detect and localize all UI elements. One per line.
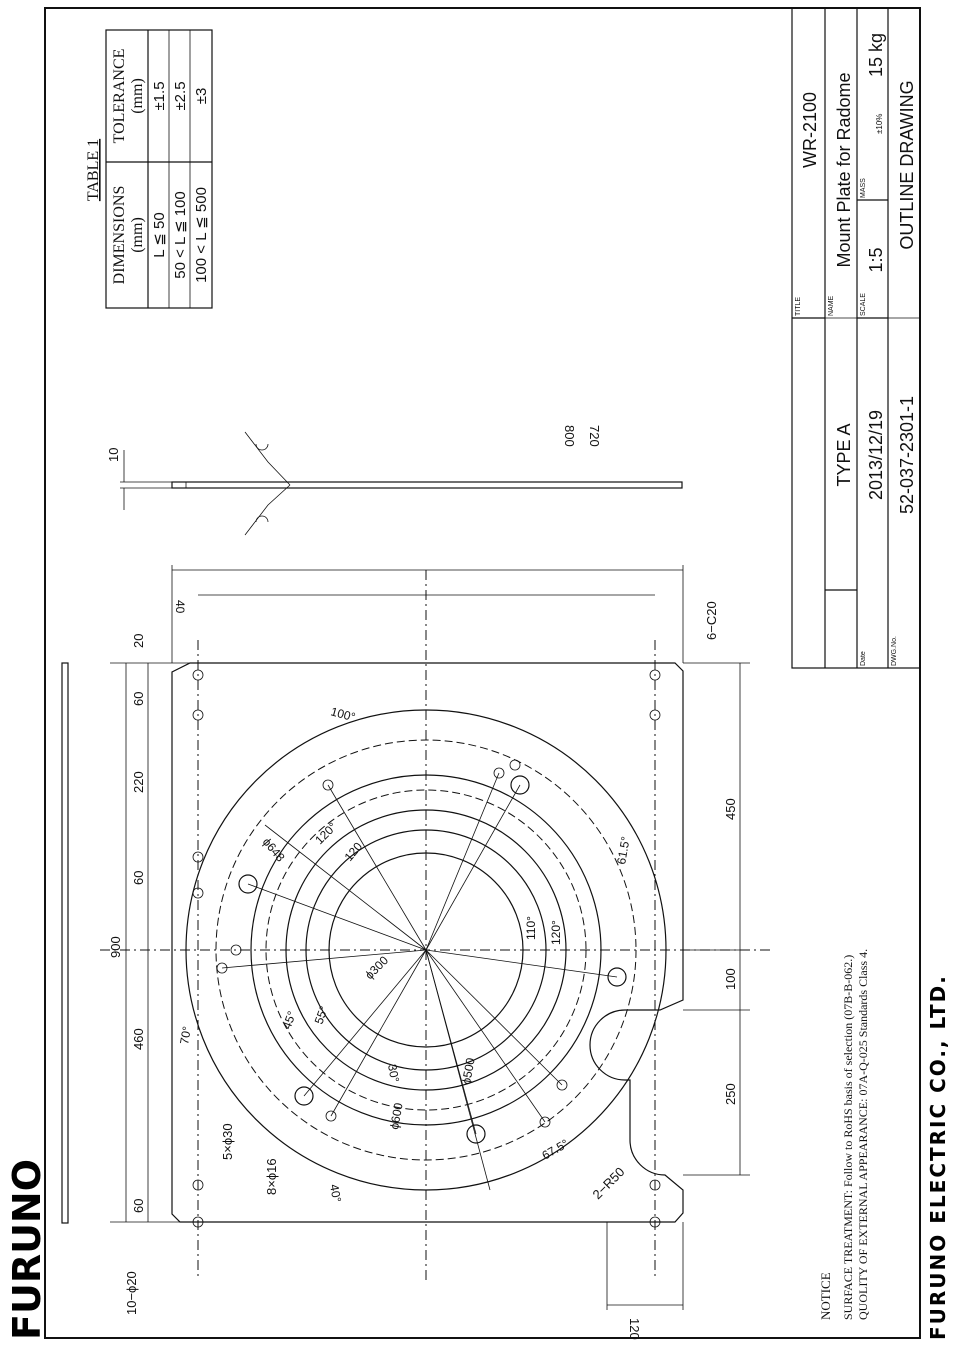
svg-text:70°: 70° — [177, 1025, 194, 1046]
svg-text:60: 60 — [131, 692, 146, 706]
svg-text:120: 120 — [342, 839, 366, 864]
svg-text:120°: 120° — [549, 920, 563, 945]
svg-text:100: 100 — [723, 968, 738, 990]
svg-text:8×ϕ16: 8×ϕ16 — [264, 1158, 279, 1195]
svg-text:NAME: NAME — [828, 295, 835, 316]
title-value: WR-2100 — [800, 92, 820, 168]
svg-text:40: 40 — [173, 600, 187, 614]
svg-text:2−R50: 2−R50 — [590, 1164, 628, 1202]
svg-text:±10%: ±10% — [875, 114, 884, 134]
circle-outer — [185, 709, 667, 1191]
svg-text:20: 20 — [131, 634, 146, 648]
svg-text:TABLE 1: TABLE 1 — [85, 139, 102, 201]
svg-text:45°: 45° — [280, 1009, 299, 1031]
svg-text:55°: 55° — [312, 1004, 331, 1026]
notice: NOTICE SURFACE TREATMENT: Follow to RoHS… — [818, 949, 870, 1320]
drawing-type: OUTLINE DRAWING — [897, 80, 917, 249]
center-opening — [328, 852, 524, 1048]
svg-text:ϕ600: ϕ600 — [387, 1101, 405, 1130]
dimension-lines — [110, 565, 750, 1310]
drawing-frame — [44, 7, 921, 1339]
mass-value: 15 kg — [866, 33, 886, 77]
svg-text:50 < L ≦ 100: 50 < L ≦ 100 — [172, 191, 189, 279]
svg-text:100°: 100° — [329, 704, 357, 724]
svg-text:40°: 40° — [327, 1183, 344, 1204]
scale-value: 1:5 — [866, 247, 886, 272]
svg-text:67.5°: 67.5° — [540, 1136, 572, 1162]
svg-text:±2.5: ±2.5 — [172, 81, 189, 110]
svg-text:±1.5: ±1.5 — [151, 81, 168, 110]
svg-text:61.5°: 61.5° — [614, 835, 633, 865]
side-view-strip — [61, 662, 69, 1224]
svg-text:SURFACE TREATMENT: Follow to R: SURFACE TREATMENT: Follow to RoHS basis … — [841, 955, 855, 1320]
svg-text:(mm): (mm) — [129, 217, 146, 253]
svg-text:30°: 30° — [385, 1063, 402, 1084]
svg-text:±3: ±3 — [193, 88, 210, 105]
svg-text:TOLERANCE: TOLERANCE — [111, 49, 128, 144]
date-value: 2013/12/19 — [866, 410, 886, 500]
svg-text:NOTICE: NOTICE — [818, 1272, 833, 1320]
tolerance-table: TABLE 1 DIMENSIONS (mm) TOLERANCE (mm) L… — [85, 29, 213, 309]
svg-text:60: 60 — [131, 871, 146, 885]
svg-text:220: 220 — [131, 771, 146, 793]
svg-text:L ≦ 50: L ≦ 50 — [151, 212, 168, 257]
svg-text:DIMENSIONS: DIMENSIONS — [111, 186, 128, 285]
svg-text:DWG.No.: DWG.No. — [891, 636, 898, 666]
furuno-logo: FURUNO — [5, 1159, 49, 1340]
svg-text:10: 10 — [106, 448, 121, 462]
company-name: FURUNO ELECTRIC CO., LTD. — [926, 974, 950, 1340]
svg-text:60: 60 — [131, 1199, 146, 1213]
type-value: TYPE A — [834, 423, 854, 486]
svg-text:SCALE: SCALE — [860, 293, 867, 316]
svg-text:720: 720 — [587, 425, 602, 447]
dimension-labels: 800 720 40 900 20 60 220 60 460 60 450 1… — [108, 425, 738, 1340]
svg-text:6−C20: 6−C20 — [704, 601, 719, 640]
svg-text:110°: 110° — [524, 916, 538, 940]
svg-text:ϕ500: ϕ500 — [459, 1056, 477, 1085]
thickness-view: 10 — [106, 431, 683, 536]
svg-text:450: 450 — [723, 798, 738, 820]
svg-text:ϕ300: ϕ300 — [362, 953, 391, 982]
dwg-number: 52-037-2301-1 — [897, 396, 917, 514]
title-block: TITLE WR-2100 NAME Mount Plate for Radom… — [791, 7, 921, 669]
svg-text:250: 250 — [723, 1083, 738, 1105]
mount-plate — [100, 570, 770, 1280]
svg-text:MASS: MASS — [860, 178, 867, 198]
svg-text:Date: Date — [860, 651, 867, 666]
svg-text:5×ϕ30: 5×ϕ30 — [220, 1123, 235, 1160]
name-value: Mount Plate for Radome — [834, 72, 854, 267]
svg-text:900: 900 — [108, 936, 123, 958]
svg-text:(mm): (mm) — [129, 78, 146, 114]
svg-text:QUOLITY OF EXTERNAL APPEARANCE: QUOLITY OF EXTERNAL APPEARANCE: 07A-Q-02… — [856, 949, 870, 1320]
svg-text:120: 120 — [627, 1318, 642, 1340]
svg-text:TITLE: TITLE — [795, 297, 802, 316]
svg-text:460: 460 — [131, 1028, 146, 1050]
svg-text:100 < L ≦ 500: 100 < L ≦ 500 — [193, 187, 210, 283]
svg-text:800: 800 — [562, 425, 577, 447]
svg-text:10−ϕ20: 10−ϕ20 — [124, 1271, 139, 1315]
